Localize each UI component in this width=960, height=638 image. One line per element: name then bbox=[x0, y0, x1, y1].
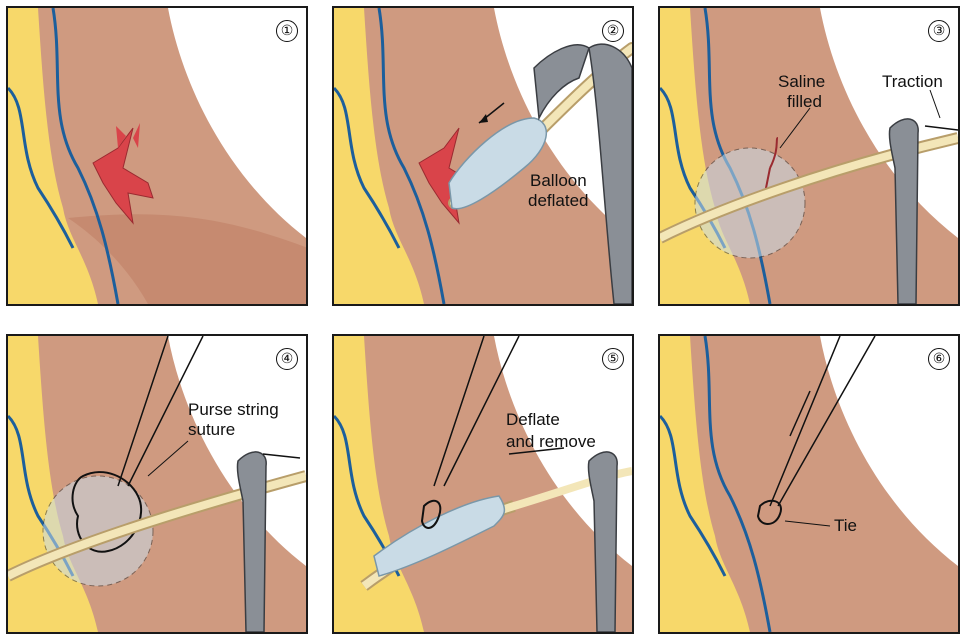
panel-4: ④ Purse string suture bbox=[6, 334, 308, 634]
step-number: ② bbox=[602, 20, 624, 42]
step-number: ① bbox=[276, 20, 298, 42]
label-traction: Traction bbox=[882, 72, 943, 92]
panel-1-illustration bbox=[8, 8, 306, 304]
leader-line bbox=[930, 90, 940, 118]
label-purse-string: Purse string bbox=[188, 400, 279, 420]
panel-2-illustration bbox=[334, 8, 632, 304]
step-number: ④ bbox=[276, 348, 298, 370]
label-and-remove: and remove bbox=[506, 432, 596, 452]
label-tie: Tie bbox=[834, 516, 857, 536]
label-filled: filled bbox=[787, 92, 822, 112]
panel-1: ① bbox=[6, 6, 308, 306]
panel-4-illustration bbox=[8, 336, 306, 632]
panel-3: ③ Saline filled Traction bbox=[658, 6, 960, 306]
panel-2: ② Balloon deflated bbox=[332, 6, 634, 306]
step-number: ③ bbox=[928, 20, 950, 42]
label-suture: suture bbox=[188, 420, 235, 440]
panel-5-illustration bbox=[334, 336, 632, 632]
traction-arrow bbox=[263, 454, 300, 458]
label-deflated: deflated bbox=[528, 191, 589, 211]
step-number: ⑥ bbox=[928, 348, 950, 370]
label-deflate: Deflate bbox=[506, 410, 560, 430]
panel-6: ⑥ Tie bbox=[658, 334, 960, 634]
label-balloon: Balloon bbox=[530, 171, 587, 191]
panel-5: ⑤ Deflate and remove bbox=[332, 334, 634, 634]
traction-arrow bbox=[925, 126, 958, 130]
step-number: ⑤ bbox=[602, 348, 624, 370]
panel-6-illustration bbox=[660, 336, 958, 632]
label-saline: Saline bbox=[778, 72, 825, 92]
panel-3-illustration bbox=[660, 8, 958, 304]
